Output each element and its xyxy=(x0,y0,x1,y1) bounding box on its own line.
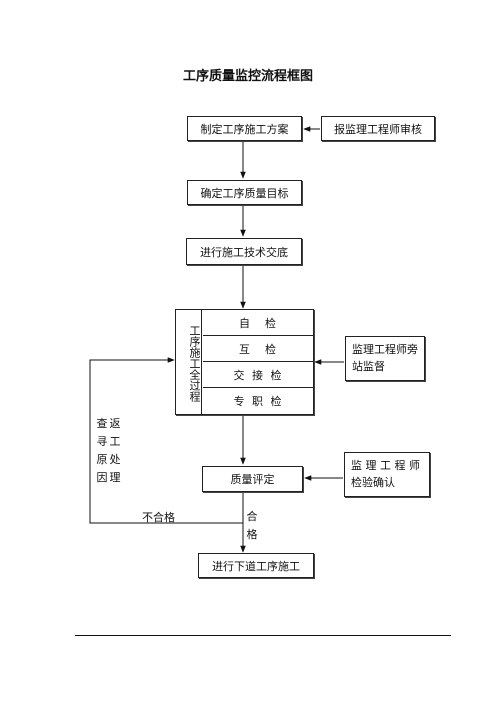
next-label: 进行下道工序施工 xyxy=(212,559,300,573)
evaluate-label: 质量评定 xyxy=(230,473,275,486)
plan-label: 制定工序施工方案 xyxy=(200,122,289,136)
pass-label: 合格 xyxy=(246,510,258,541)
evaluate-box: 质量评定 xyxy=(202,466,303,492)
check-specialist: 专 职 检 xyxy=(233,395,284,408)
arrow-fail-loop xyxy=(89,357,243,524)
process-label: 工序施工全过程 xyxy=(176,310,202,414)
approve-box: 报监理工程师审核 xyxy=(321,116,435,141)
check-self: 自 检 xyxy=(203,310,314,336)
fail-label: 不合格 xyxy=(142,511,175,524)
next-box: 进行下道工序施工 xyxy=(198,553,314,578)
briefing-box: 进行施工技术交底 xyxy=(186,238,302,265)
investigate-label-col1: 返工处理 xyxy=(109,417,121,484)
page-title: 工序质量监控流程框图 xyxy=(182,69,313,84)
footer-rule xyxy=(75,635,451,636)
briefing-label: 进行施工技术交底 xyxy=(200,245,288,259)
investigate-label-col2: 查寻原因 xyxy=(96,417,108,484)
plan-box: 制定工序施工方案 xyxy=(187,116,302,141)
supervise-label: 监理工程师旁站监督 xyxy=(352,343,418,373)
target-box: 确定工序质量目标 xyxy=(187,180,302,205)
confirm-label: 监 理 工 程 师检验确认 xyxy=(351,459,420,489)
confirm-box: 监 理 工 程 师检验确认 xyxy=(344,452,430,497)
check-handover: 交 接 检 xyxy=(203,362,314,388)
check-mutual: 互 检 xyxy=(203,336,314,362)
process-box: 工序施工全过程 自 检 互 检 交 接 检 专 职 检 xyxy=(175,309,314,415)
approve-label: 报监理工程师审核 xyxy=(334,122,422,136)
target-label: 确定工序质量目标 xyxy=(200,186,289,200)
supervise-box: 监理工程师旁站监督 xyxy=(345,336,425,381)
